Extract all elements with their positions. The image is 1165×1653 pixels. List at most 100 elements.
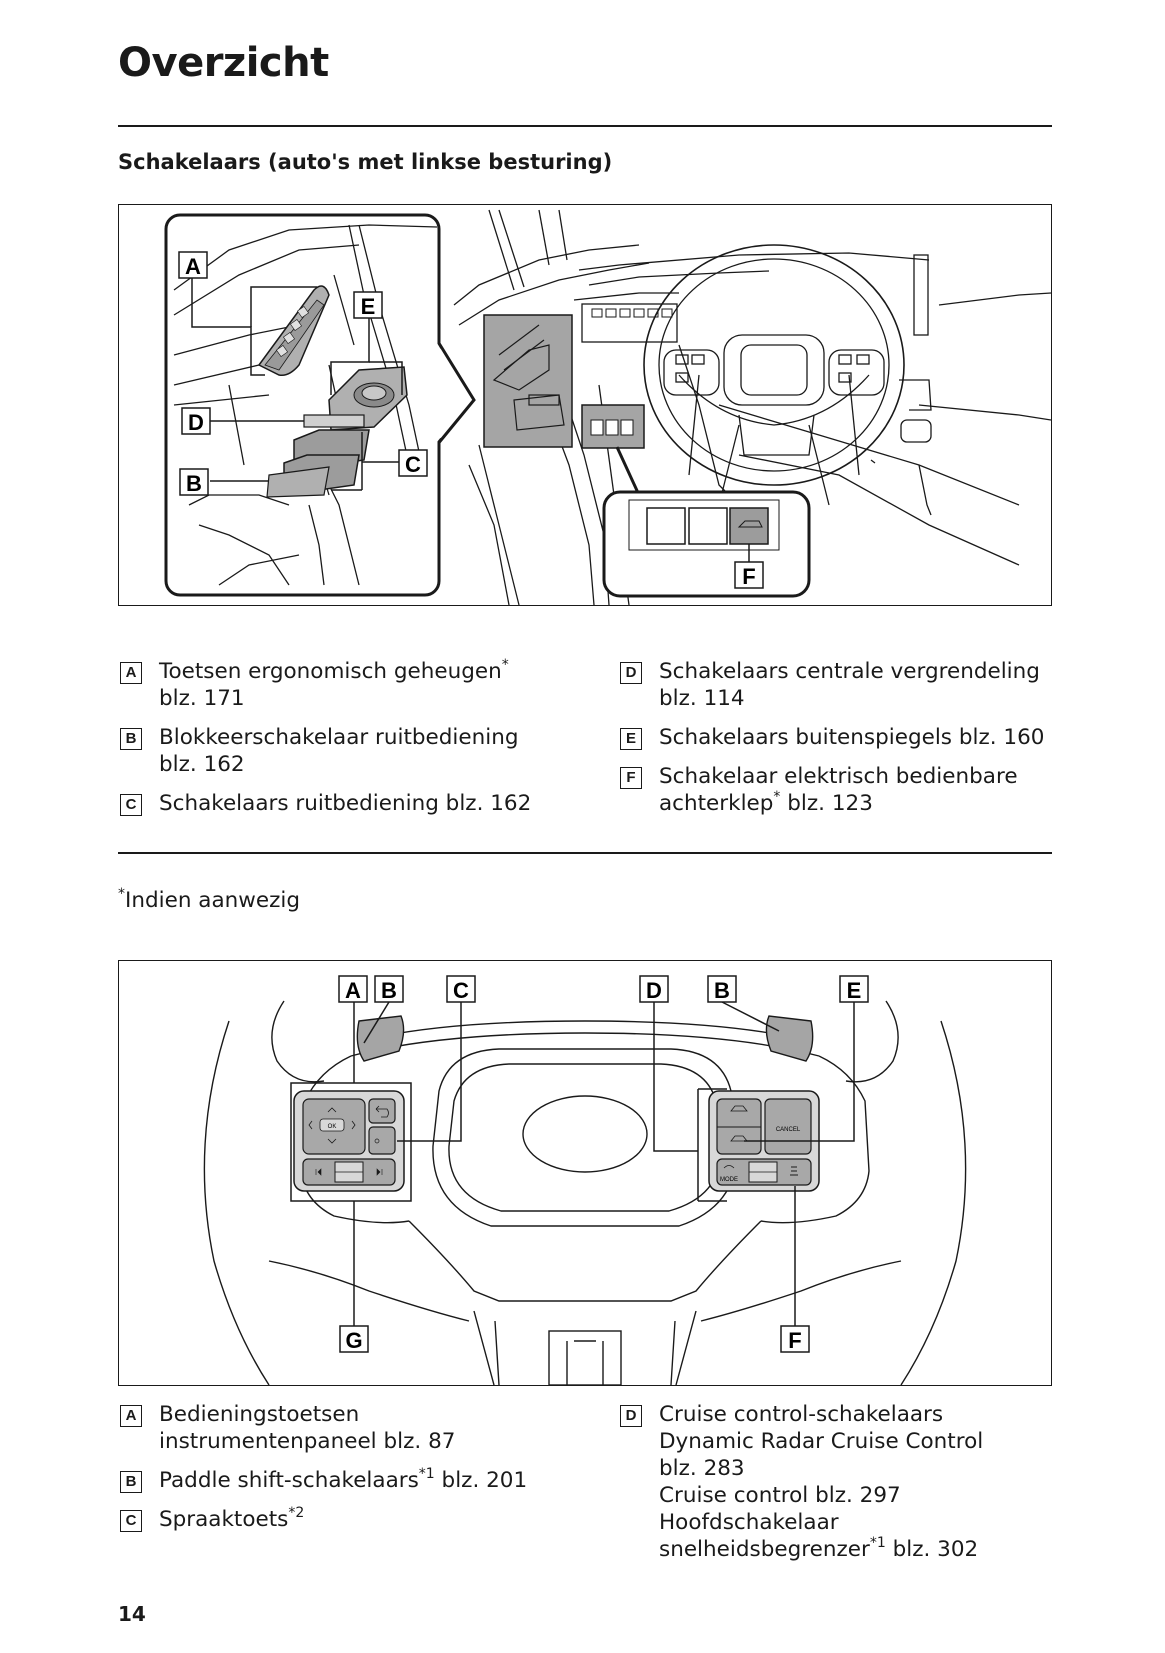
legend-page-ref: blz. 302 (885, 1537, 979, 1562)
callout-B-left-fig2: B (374, 975, 404, 1003)
legend-key: D (620, 662, 642, 684)
door-switch-highlight (483, 314, 573, 448)
paddle-shift-right (765, 1015, 814, 1062)
callout-D-fig1: D (181, 407, 211, 435)
legend-entry-B: B Blokkeerschakelaar ruitbediening blz. … (118, 724, 588, 778)
legend-key: B (120, 728, 142, 750)
legend-entry-D: D Schakelaars centrale vergrendeling blz… (618, 658, 1052, 712)
car-tailgate-icon (737, 520, 763, 528)
legend-text: Schakelaars ruitbediening blz. 162 (159, 791, 532, 816)
svg-text:A: A (185, 254, 201, 279)
legend-key: C (120, 1510, 142, 1532)
legend-key: B (120, 1471, 142, 1493)
legend-key: A (120, 662, 142, 684)
legend-text: Cruise control blz. 297 (659, 1483, 901, 1508)
callout-F-fig2: F (780, 1325, 810, 1353)
callout-D-fig2: D (639, 975, 669, 1003)
footnote-marker: * (118, 886, 125, 902)
legend1-left-column: A Toetsen ergonomisch geheugen* blz. 171… (118, 658, 588, 829)
legend2-left-column: A Bedieningstoetsen instrumentenpaneel b… (118, 1401, 588, 1545)
legend-text: Schakelaar elektrisch bedienbare (659, 764, 1018, 789)
legend1-right-column: D Schakelaars centrale vergrendeling blz… (618, 658, 1052, 829)
legend-page-ref: instrumentenpaneel blz. 87 (159, 1429, 456, 1454)
callout-A-fig1: A (178, 251, 208, 279)
legend-key: E (620, 728, 642, 750)
legend-steering-switches: A Bedieningstoetsen instrumentenpaneel b… (118, 1401, 1052, 1581)
legend-key: C (120, 794, 142, 816)
section-rule-middle (118, 852, 1052, 854)
section-rule-top (118, 125, 1052, 127)
page-title: Overzicht (118, 40, 329, 86)
svg-text:MODE: MODE (720, 1177, 738, 1183)
previous-track-icon (315, 1168, 322, 1176)
legend2-entry-C: C Spraaktoets*2 (118, 1506, 588, 1533)
svg-text:E: E (847, 978, 862, 1003)
legend-page-ref: blz. 114 (659, 686, 745, 711)
legend-key: A (120, 1405, 142, 1427)
legend-page-ref: blz. 162 (159, 752, 245, 777)
tailgate-switch (729, 507, 769, 545)
legend-text: achterklep (659, 791, 774, 816)
section-title: Schakelaars (auto's met linkse besturing… (118, 150, 613, 174)
figure-steering-wheel: OK CANCEL MODE A B (118, 960, 1052, 1386)
ok-button (319, 1118, 345, 1132)
back-button (368, 1098, 396, 1124)
svg-text:OK: OK (328, 1124, 337, 1130)
svg-text:D: D (646, 978, 662, 1003)
svg-text:D: D (188, 410, 204, 435)
svg-text:CANCEL: CANCEL (776, 1127, 801, 1133)
legend-text: Bedieningstoetsen (159, 1402, 360, 1427)
legend-page-ref: blz. 171 (159, 686, 245, 711)
footnote-marker: * (501, 657, 509, 673)
legend2-entry-D: D Cruise control-schakelaars Dynamic Rad… (618, 1401, 1052, 1563)
callout-E-fig1: E (353, 291, 383, 319)
legend-entry-C: C Schakelaars ruitbediening blz. 162 (118, 790, 588, 817)
svg-text:F: F (788, 1328, 801, 1353)
footnote-marker: * (773, 789, 781, 805)
next-track-icon (376, 1168, 383, 1176)
footnote-marker: *1 (869, 1535, 886, 1551)
svg-text:E: E (361, 294, 376, 319)
steering-wheel-illustration: OK CANCEL MODE A B (203, 975, 967, 1385)
svg-text:A: A (345, 978, 361, 1003)
svg-text:F: F (742, 564, 755, 589)
legend-page-ref: blz. 123 (780, 791, 873, 816)
legend2-entry-A: A Bedieningstoetsen instrumentenpaneel b… (118, 1401, 588, 1455)
legend-text: Dynamic Radar Cruise Control (659, 1429, 984, 1454)
legend-page-ref: blz. 283 (659, 1456, 745, 1481)
legend-entry-E: E Schakelaars buitenspiegels blz. 160 (618, 724, 1052, 751)
legend2-entry-B: B Paddle shift-schakelaars*1 blz. 201 (118, 1467, 588, 1494)
footnote-marker: *2 (288, 1505, 305, 1521)
lane-assist-icon (790, 1166, 798, 1176)
footnote-marker: *1 (418, 1466, 435, 1482)
legend-text: Paddle shift-schakelaars (159, 1468, 419, 1493)
legend-text: Cruise control-schakelaars (659, 1402, 944, 1427)
svg-text:B: B (381, 978, 397, 1003)
footnote: *Indien aanwezig (118, 886, 300, 913)
legend-entry-A: A Toetsen ergonomisch geheugen* blz. 171 (118, 658, 588, 712)
legend2-right-column: D Cruise control-schakelaars Dynamic Rad… (618, 1401, 1052, 1575)
callout-A-fig2: A (338, 975, 368, 1003)
legend-door-switches: A Toetsen ergonomisch geheugen* blz. 171… (118, 658, 1052, 816)
legend-key: D (620, 1405, 642, 1427)
voice-icon (374, 1138, 380, 1144)
svg-text:G: G (345, 1328, 362, 1353)
svg-text:C: C (405, 452, 421, 477)
car-distance-icon (730, 1105, 748, 1112)
callout-E-fig2: E (839, 975, 869, 1003)
footnote-text: Indien aanwezig (125, 888, 300, 913)
callout-B-right-fig2: B (707, 975, 737, 1003)
callout-G-fig2: G (339, 1325, 369, 1353)
figure-door-switches: A E D C B F (118, 204, 1052, 606)
legend-text: Schakelaars buitenspiegels blz. 160 (659, 725, 1045, 750)
svg-text:C: C (453, 978, 469, 1003)
voice-button (368, 1126, 396, 1155)
legend-text: Hoofdschakelaar (659, 1510, 839, 1535)
page-number: 14 (118, 1602, 146, 1626)
callout-C-fig2: C (446, 975, 476, 1003)
legend-text: snelheidsbegrenzer (659, 1537, 870, 1562)
callout-C-fig1: C (398, 449, 428, 477)
legend-text: Spraaktoets (159, 1507, 289, 1532)
legend-page-ref: blz. 201 (434, 1468, 528, 1493)
legend-text: Schakelaars centrale vergrendeling (659, 659, 1040, 684)
